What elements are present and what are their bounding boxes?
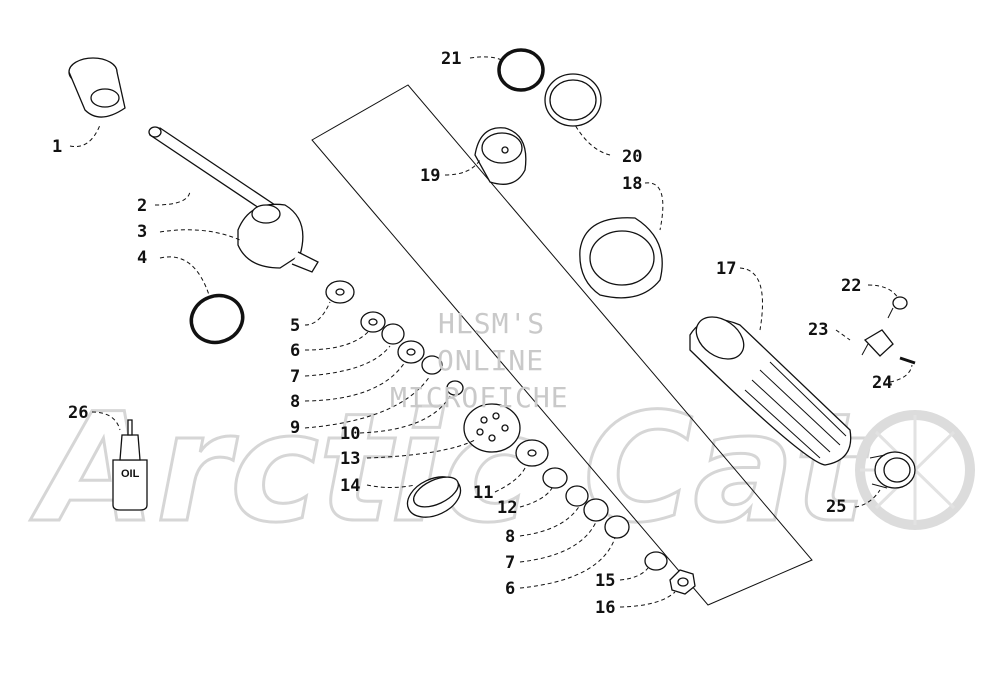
callout-24: 24 [872, 373, 892, 393]
part-19-reservoir-cap [474, 127, 527, 185]
subassembly-outline [311, 84, 813, 606]
part-16-nut [669, 569, 696, 595]
callout-14: 14 [340, 476, 360, 496]
watermark-line-2: ONLINE [437, 344, 544, 377]
shim-stack-lower [515, 439, 630, 539]
part-25-bushing [869, 451, 916, 489]
brand-watermark-logo: Arctic Cat [30, 382, 872, 556]
watermark-line-1: HLSM'S [438, 307, 545, 340]
part-24-pin [899, 356, 916, 365]
callout-19: 19 [420, 166, 440, 186]
part-3-body-head [237, 203, 319, 273]
leader-lines [69, 56, 913, 608]
callout-6b: 6 [505, 579, 515, 599]
part-5-washer [325, 280, 355, 304]
part-21-o-ring [497, 48, 545, 92]
callout-7b: 7 [505, 553, 515, 573]
callout-16: 16 [595, 598, 615, 618]
callout-22: 22 [841, 276, 861, 296]
part-26-oil-bottle: OIL [112, 419, 148, 511]
callout-6a: 6 [290, 341, 300, 361]
oil-bottle-label: OIL [121, 468, 140, 480]
part-17-spring [689, 316, 852, 466]
part-18-spring-collar [579, 217, 663, 299]
callout-23: 23 [808, 320, 828, 340]
shim-stack-upper [360, 311, 464, 396]
callout-13: 13 [340, 449, 360, 469]
callout-20: 20 [622, 147, 642, 167]
callout-5: 5 [290, 316, 300, 336]
callout-1: 1 [52, 137, 62, 157]
part-1-rod-end [68, 57, 126, 118]
callout-9: 9 [290, 418, 300, 438]
watermark-line-3: MICROFICHE [390, 381, 569, 414]
microfiche-watermark: HLSM'S ONLINE MICROFICHE [390, 307, 569, 414]
part-15-washer [644, 551, 668, 571]
callout-21: 21 [441, 49, 461, 69]
callout-10: 10 [340, 424, 360, 444]
callout-8a: 8 [290, 392, 300, 412]
part-23-valve [861, 329, 894, 357]
part-13-piston [463, 403, 521, 453]
callout-17: 17 [716, 259, 736, 279]
callout-8b: 8 [505, 527, 515, 547]
part-22-screw [887, 296, 908, 319]
callout-15: 15 [595, 571, 615, 591]
callout-2: 2 [137, 196, 147, 216]
part-14-piston-band [406, 476, 462, 518]
part-20-ring [544, 73, 602, 127]
part-2-piston-rod [148, 126, 277, 213]
callout-numbers: 1 2 3 4 5 6 7 8 9 10 13 14 11 12 8 7 6 1… [52, 49, 892, 618]
callout-4: 4 [137, 248, 147, 268]
callout-12: 12 [497, 498, 517, 518]
callout-3: 3 [137, 222, 147, 242]
callout-25: 25 [826, 497, 846, 517]
callout-18: 18 [622, 174, 642, 194]
part-4-o-ring [189, 293, 245, 345]
callout-26: 26 [68, 403, 88, 423]
callout-11: 11 [473, 483, 493, 503]
callout-7a: 7 [290, 367, 300, 387]
